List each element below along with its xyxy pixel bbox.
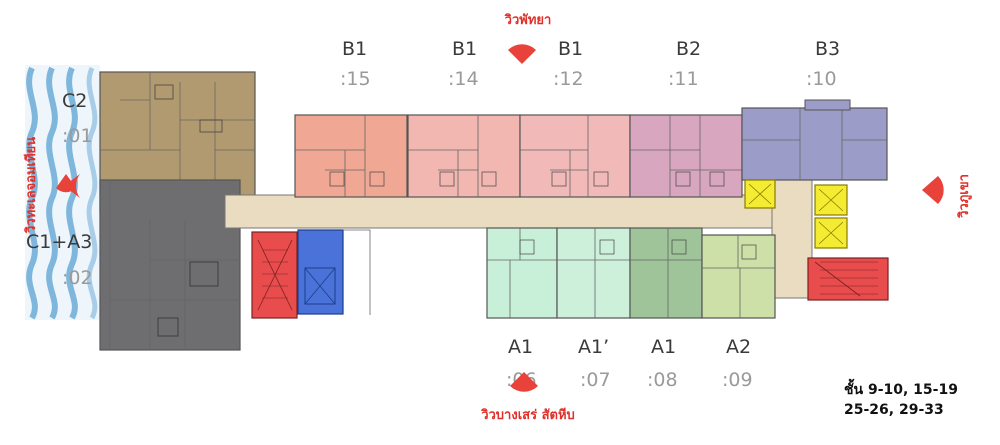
sea-waves <box>25 65 100 320</box>
unit-labels: C2 :01 C1+A3 :02 B1 :15 B1 :14 B1 :12 B2… <box>26 38 840 391</box>
unit-no-a2-09: :09 <box>722 369 753 391</box>
view-markers <box>56 44 944 392</box>
unit-type-a2-09: A2 <box>726 336 751 358</box>
view-label-top: วิวพัทยา <box>504 13 551 28</box>
unit-type-b1-15: B1 <box>342 38 367 60</box>
unit-a1p-07-block[interactable] <box>556 227 631 319</box>
unit-type-a1p-07: A1’ <box>578 336 609 358</box>
view-marker-bottom-icon <box>510 372 538 392</box>
unit-a1-06-block[interactable] <box>486 227 558 319</box>
view-label-left: วิวทะเลจอมเทียน <box>23 137 39 234</box>
unit-no-b1-15: :15 <box>340 68 371 90</box>
unit-b1-14-block[interactable] <box>407 114 521 198</box>
unit-type-b2-11: B2 <box>676 38 701 60</box>
view-label-bottom: วิวบางเสร่ สัตหีบ <box>481 407 575 423</box>
view-marker-top-icon <box>508 44 536 64</box>
unit-type-b1-12: B1 <box>558 38 583 60</box>
view-label-right: วิวภูเขา <box>957 174 972 219</box>
unit-type-a1-08: A1 <box>651 336 676 358</box>
unit-no-c1a3: :02 <box>62 267 93 289</box>
unit-type-b1-14: B1 <box>452 38 477 60</box>
unit-no-b1-12: :12 <box>553 68 584 90</box>
unit-b1-12-block[interactable] <box>519 114 631 198</box>
unit-b3-10-block[interactable] <box>741 99 888 181</box>
unit-type-a1-06: A1 <box>508 336 533 358</box>
unit-no-b2-11: :11 <box>668 68 699 90</box>
unit-b1-15-block[interactable] <box>294 114 408 198</box>
unit-type-c1a3: C1+A3 <box>26 231 92 253</box>
unit-a2-09-block[interactable] <box>701 234 776 319</box>
unit-a1-08-block[interactable] <box>629 227 703 319</box>
view-marker-right-icon <box>922 176 944 204</box>
unit-type-b3-10: B3 <box>815 38 840 60</box>
unit-no-b3-10: :10 <box>806 68 837 90</box>
floors-note: ชั้น 9-10, 15-19 25-26, 29-33 <box>844 378 958 418</box>
stair-right <box>807 257 889 301</box>
view-marker-left-icon <box>56 174 80 198</box>
stair-left <box>251 231 298 319</box>
lift-right <box>744 179 848 249</box>
unit-b2-11-block[interactable] <box>629 114 743 198</box>
lift-left <box>297 229 344 315</box>
unit-no-a1p-07: :07 <box>580 369 611 391</box>
floors-line-1: ชั้น 9-10, 15-19 <box>844 378 958 398</box>
unit-no-a1-08: :08 <box>647 369 678 391</box>
floors-line-2: 25-26, 29-33 <box>844 402 944 418</box>
unit-type-c2: C2 <box>62 90 87 112</box>
unit-no-b1-14: :14 <box>448 68 479 90</box>
unit-c1a3-block[interactable] <box>99 179 241 351</box>
view-labels: วิวพัทยา วิวทะเลจอมเทียน วิวภูเขา วิวบาง… <box>23 13 972 423</box>
lobby-wall <box>343 229 371 315</box>
unit-no-c2: :01 <box>62 125 93 147</box>
